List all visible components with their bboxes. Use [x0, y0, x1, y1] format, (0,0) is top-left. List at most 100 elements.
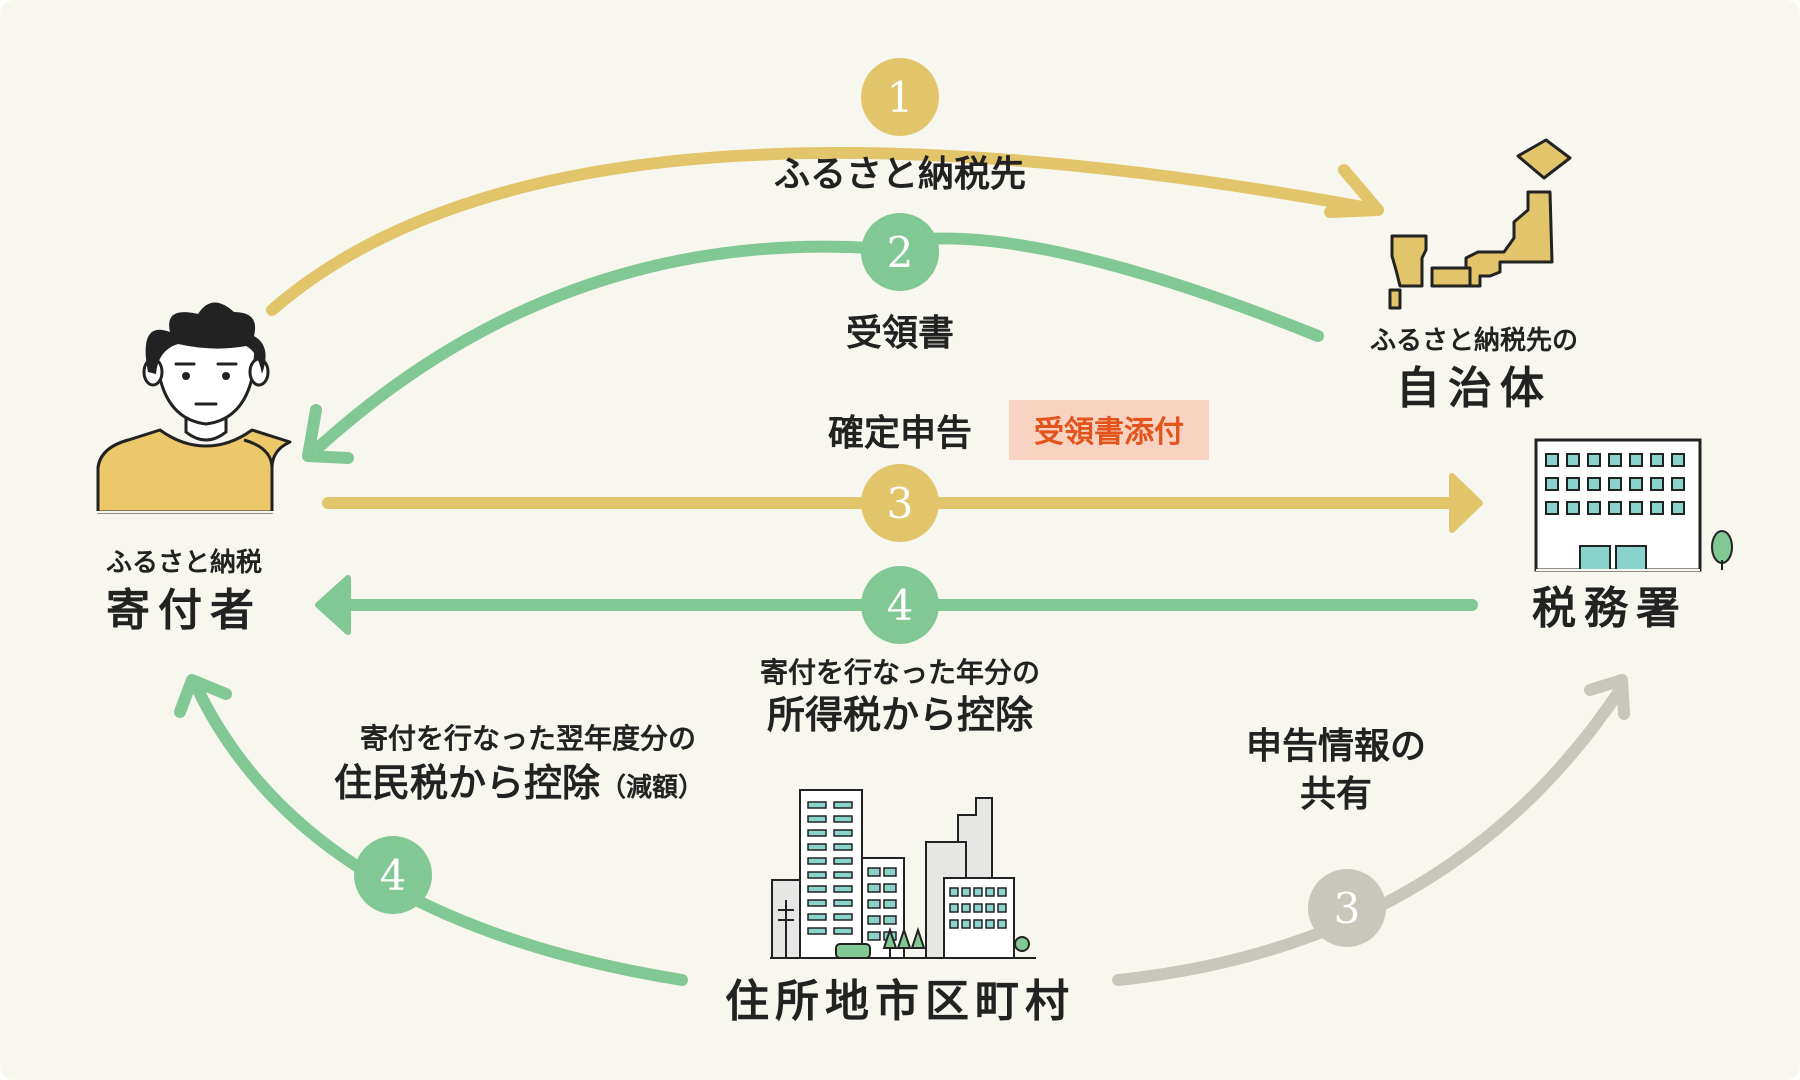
window: [1587, 477, 1601, 491]
label-share-line1: 申告情報の: [1246, 726, 1426, 767]
step-badge-1: 1: [861, 58, 939, 136]
window: [1545, 501, 1559, 515]
window: [1587, 453, 1601, 467]
window: [961, 903, 971, 913]
step-badge-3: 3: [861, 464, 939, 542]
window: [867, 915, 881, 925]
window: [997, 903, 1007, 913]
window: [985, 919, 995, 929]
window: [833, 801, 853, 809]
window: [807, 885, 827, 893]
window: [883, 867, 897, 877]
window: [867, 883, 881, 893]
window: [883, 915, 897, 925]
window: [867, 899, 881, 909]
window: [833, 899, 853, 907]
step-badge-4: 4: [861, 566, 939, 644]
window: [807, 871, 827, 879]
japan-map-icon: [1388, 138, 1572, 310]
municipality-sublabel: ふるさと納税先の: [1370, 325, 1578, 356]
person-icon: [92, 302, 292, 514]
window: [949, 887, 959, 897]
window: [807, 801, 827, 809]
window: [1608, 477, 1622, 491]
step-badge-2: 2: [861, 213, 939, 291]
arrow-2-receipt: [302, 232, 1324, 464]
window: [833, 829, 853, 837]
window: [949, 903, 959, 913]
window: [807, 829, 827, 837]
window: [867, 931, 881, 941]
window: [883, 883, 897, 893]
label-share-line2: 共有: [1300, 774, 1372, 815]
window: [997, 887, 1007, 897]
window: [833, 815, 853, 823]
window: [949, 919, 959, 929]
window: [1608, 501, 1622, 515]
svg-text:1: 1: [887, 73, 914, 122]
step-badge-3-share: 3: [1308, 869, 1386, 947]
svg-text:3: 3: [887, 479, 914, 528]
window: [1629, 477, 1643, 491]
window: [961, 887, 971, 897]
window: [985, 887, 995, 897]
label-kakutei-shinkoku: 確定申告: [828, 413, 972, 454]
municipality-label: 自治体: [1396, 363, 1552, 414]
window: [833, 871, 853, 879]
label-resident-tax-line2: 住民税から控除（減額）: [334, 761, 704, 805]
label-resident-tax-line1: 寄付を行なった翌年度分の: [360, 722, 696, 755]
window: [1629, 501, 1643, 515]
window: [807, 899, 827, 907]
window: [867, 867, 881, 877]
window: [973, 919, 983, 929]
svg-text:4: 4: [380, 851, 407, 900]
tax-office-label: 税務署: [1532, 583, 1688, 634]
window: [1545, 453, 1559, 467]
office-building-icon: [1534, 438, 1733, 572]
arrow-3-info-share: [1112, 674, 1630, 986]
window: [1671, 477, 1685, 491]
window: [1608, 453, 1622, 467]
donor-sublabel: ふるさと納税: [106, 547, 262, 578]
window: [1566, 501, 1580, 515]
window: [1629, 453, 1643, 467]
window: [1671, 453, 1685, 467]
window: [883, 899, 897, 909]
window: [997, 919, 1007, 929]
label-furusato-nozeisaki: ふるさと納税先: [774, 154, 1026, 195]
window: [833, 857, 853, 865]
window: [833, 843, 853, 851]
window: [833, 885, 853, 893]
label-receipt: 受領書: [846, 312, 954, 354]
window: [1650, 501, 1664, 515]
window: [807, 815, 827, 823]
svg-text:4: 4: [887, 581, 914, 630]
window: [973, 887, 983, 897]
label-income-tax-line2: 所得税から控除: [767, 693, 1034, 737]
arrow-1-donation: [266, 146, 1384, 316]
step-badge-4-resident: 4: [354, 836, 432, 914]
window: [973, 903, 983, 913]
window: [985, 903, 995, 913]
window: [1671, 501, 1685, 515]
window: [807, 857, 827, 865]
svg-text:2: 2: [887, 228, 914, 277]
window: [1545, 477, 1559, 491]
window: [1566, 453, 1580, 467]
window: [1650, 477, 1664, 491]
window: [807, 927, 827, 935]
window: [833, 927, 853, 935]
window: [807, 913, 827, 921]
window: [1650, 453, 1664, 467]
svg-text:3: 3: [1334, 884, 1361, 933]
window: [1587, 501, 1601, 515]
window: [961, 919, 971, 929]
window: [807, 843, 827, 851]
receipt-attached-label: 受領書添付: [1034, 415, 1184, 450]
home-city-label: 住所地市区町村: [725, 976, 1075, 1027]
receipt-attached-badge: 受領書添付: [1009, 400, 1209, 460]
label-income-tax-line1: 寄付を行なった年分の: [760, 656, 1040, 689]
city-buildings-icon: [770, 789, 1036, 959]
